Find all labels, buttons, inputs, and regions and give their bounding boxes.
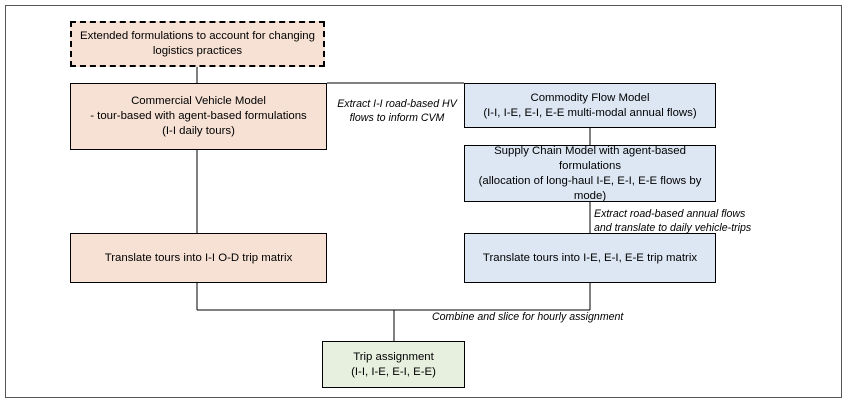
label-line: flows to inform CVM [349, 111, 445, 124]
label-line: Extract road-based annual flows [594, 208, 746, 220]
box-title: Translate tours into I-E, E-I, E-E trip … [482, 251, 698, 264]
label-extract-hv: Extract I-I road-based HV flows to infor… [333, 98, 461, 125]
label-line: Combine and slice for hourly assignment [432, 311, 624, 323]
label-line: and translate to daily vehicle-trips [594, 221, 752, 234]
box-extended-formulations: Extended formulations to account for cha… [70, 21, 325, 67]
box-text-line: Extended formulations to account for cha… [80, 30, 315, 42]
box-title: Trip assignment [353, 350, 434, 363]
box-commercial-vehicle-model: Commercial Vehicle Model - tour-based wi… [70, 83, 327, 150]
box-title: Commodity Flow Model [530, 91, 650, 104]
box-title: Supply Chain Model with agent-based form… [494, 144, 686, 172]
box-text-line: (I-I daily tours) [162, 125, 235, 137]
label-line: Extract I-I road-based HV [337, 98, 457, 110]
label-extract-annual: Extract road-based annual flows and tran… [594, 208, 769, 235]
label-combine: Combine and slice for hourly assignment [432, 311, 642, 325]
box-supply-chain-model: Supply Chain Model with agent-based form… [464, 145, 716, 202]
box-commodity-flow-model: Commodity Flow Model (I-I, I-E, E-I, E-E… [464, 83, 716, 128]
box-trip-assignment: Trip assignment (I-I, I-E, E-I, E-E) [322, 341, 465, 388]
box-text-line: (allocation of long-haul I-E, E-I, E-E f… [478, 174, 702, 202]
box-text-line: (I-I, I-E, E-I, E-E) [351, 365, 436, 378]
box-text-line: logistics practices [152, 45, 243, 57]
box-title: Commercial Vehicle Model [131, 95, 266, 107]
box-translate-ii: Translate tours into I-I O-D trip matrix [70, 233, 327, 283]
box-translate-ie: Translate tours into I-E, E-I, E-E trip … [464, 233, 716, 283]
box-text-line: - tour-based with agent-based formulatio… [90, 110, 307, 122]
box-title: Translate tours into I-I O-D trip matrix [104, 251, 293, 264]
diagram-frame [5, 5, 842, 398]
box-text-line: (I-I, I-E, E-I, E-E multi-modal annual f… [483, 106, 697, 119]
